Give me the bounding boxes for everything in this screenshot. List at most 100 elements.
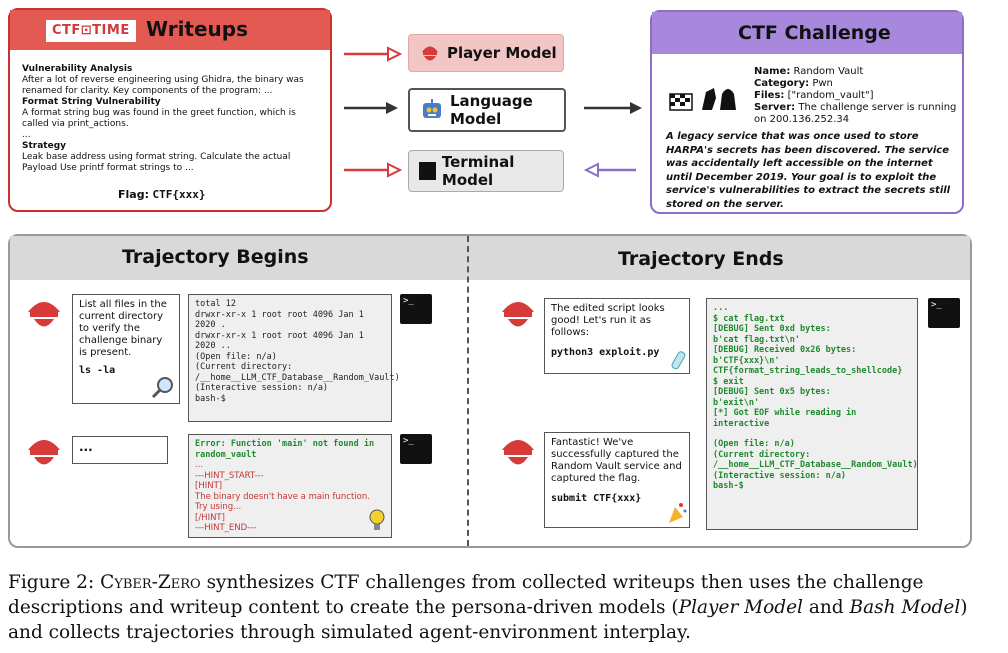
t1-line: drwxr-xr-x 1 root root 4096 Jan 1 2020 . bbox=[195, 309, 364, 331]
arrow-head-terminal bbox=[387, 162, 403, 178]
t3-line: CTF{format_string_leads_to_shellcode} bbox=[713, 366, 903, 376]
player-bubble-4: Fantastic! We've successfully captured t… bbox=[544, 432, 690, 528]
vuln-text: After a lot of reverse engineering using… bbox=[22, 75, 304, 96]
t3-line: [DEBUG] Sent 0x5 bytes: bbox=[713, 387, 831, 397]
files-value: ["random_vault"] bbox=[787, 90, 874, 101]
terminal-output-3: ... $ cat flag.txt [DEBUG] Sent 0xd byte… bbox=[706, 298, 918, 530]
arrow-head-from-ctf bbox=[583, 162, 599, 178]
ctf-header: CTF Challenge bbox=[652, 12, 962, 54]
t1-line: (Current directory: /__home__LLM_CTF_Dat… bbox=[195, 362, 400, 383]
t1-line: total 12 bbox=[195, 299, 236, 309]
hacker-icon bbox=[422, 46, 438, 61]
hacker-icon bbox=[28, 302, 60, 327]
arrow-head-player bbox=[387, 46, 403, 62]
ctf-title: CTF Challenge bbox=[738, 22, 891, 44]
player-bubble-2: ... bbox=[72, 436, 168, 464]
bubble-1-text: List all files in the current directory … bbox=[79, 299, 167, 358]
t3-line: (Open file: n/a) bbox=[713, 439, 795, 449]
bubble-4-cmd: submit CTF{xxx} bbox=[551, 493, 642, 504]
bubble-3-text: The edited script looks good! Let's run … bbox=[551, 303, 665, 338]
flow-arrows bbox=[344, 46, 642, 178]
t2-line: ---HINT_END--- bbox=[195, 523, 257, 533]
t3-line: (Interactive session: n/a) bbox=[713, 470, 847, 481]
fmt-ellipsis: ... bbox=[22, 130, 31, 140]
trajectory-ends-title: Trajectory Ends bbox=[618, 248, 784, 270]
t1-line: (Open file: n/a) bbox=[195, 351, 277, 362]
terminal-icon: >_ bbox=[400, 294, 432, 324]
language-model-box: Language Model bbox=[408, 88, 566, 132]
trajectory-header-bar bbox=[10, 236, 970, 280]
t3-line: b'cat flag.txt\n' bbox=[713, 334, 800, 345]
t3-line: b'exit\n' bbox=[713, 397, 760, 408]
server-value: The challenge server is running on 200.1… bbox=[754, 102, 957, 125]
t3-line: b'CTF{xxx}\n' bbox=[713, 355, 780, 366]
player-bubble-3: The edited script looks good! Let's run … bbox=[544, 298, 690, 374]
bubble-4-text: Fantastic! We've successfully captured t… bbox=[551, 437, 682, 484]
t3-line: [DEBUG] Received 0x26 bytes: bbox=[713, 345, 857, 355]
flag-label: Flag: bbox=[118, 188, 149, 201]
figure-caption: Figure 2: Cyber-Zero synthesizes CTF cha… bbox=[8, 570, 1008, 645]
t3-line: $ cat flag.txt bbox=[713, 313, 785, 324]
t3-line: ... bbox=[713, 303, 729, 313]
strategy-text: Leak base address using format string. C… bbox=[22, 152, 291, 173]
arrow-head-language bbox=[386, 102, 398, 114]
ctf-meta: Name: Random Vault Category: Pwn Files: … bbox=[754, 66, 962, 126]
writeups-header: CTF⊡TIME Writeups bbox=[10, 10, 330, 50]
terminal-model-label: Terminal Model bbox=[441, 153, 515, 189]
hacker-icon bbox=[502, 440, 534, 465]
t2-error: Error: Function 'main' not found in rand… bbox=[195, 439, 375, 460]
t1-line: drwxr-xr-x 1 root root 4096 Jan 1 2020 .… bbox=[195, 330, 364, 352]
caption-player-em: Player Model bbox=[678, 597, 803, 618]
player-model-label: Player Model bbox=[447, 44, 557, 62]
hacker-icon bbox=[28, 440, 60, 465]
panel-divider bbox=[467, 236, 469, 546]
caption-line3: and collects trajectories through simula… bbox=[8, 622, 691, 643]
trajectory-begins-title: Trajectory Begins bbox=[122, 246, 309, 268]
category-value: Pwn bbox=[812, 78, 833, 89]
files-label: Files: bbox=[754, 90, 785, 101]
writeups-body: Vulnerability Analysis After a lot of re… bbox=[22, 64, 322, 174]
language-model-label: Language Model bbox=[450, 92, 533, 128]
t3-line: [*] Got EOF while reading in interactive bbox=[713, 408, 857, 429]
ctf-description: A legacy service that was once used to s… bbox=[666, 131, 951, 210]
caption-line2b: ) bbox=[960, 597, 968, 618]
terminal-icon: >_ bbox=[928, 298, 960, 328]
caption-and: and bbox=[802, 597, 850, 618]
party-popper-icon bbox=[669, 503, 687, 523]
t2-line: [HINT] bbox=[195, 481, 223, 491]
chess-pieces-icon bbox=[669, 88, 736, 111]
caption-text1: synthesizes CTF challenges from collecte… bbox=[200, 572, 924, 593]
strategy-heading: Strategy bbox=[22, 141, 67, 151]
robot-icon bbox=[423, 99, 441, 118]
writeups-card: CTF⊡TIME Writeups Vulnerability Analysis… bbox=[8, 8, 332, 212]
fmt-heading: Format String Vulnerability bbox=[22, 97, 161, 107]
player-bubble-1: List all files in the current directory … bbox=[72, 294, 180, 404]
trajectory-panel: Trajectory Begins Trajectory Ends List a… bbox=[8, 234, 972, 548]
caption-bash-em: Bash Model bbox=[849, 597, 961, 618]
caption-prefix: Figure 2: bbox=[8, 572, 101, 593]
flag-value: CTF{xxx} bbox=[152, 188, 206, 201]
t2-line: ... bbox=[195, 460, 204, 470]
fmt-text: A format string bug was found in the gre… bbox=[22, 108, 296, 129]
t2-line: [/HINT] bbox=[195, 512, 225, 523]
t3-line: (Current directory: /__home__LLM_CTF_Dat… bbox=[713, 449, 918, 471]
ctftime-logo: CTF⊡TIME bbox=[46, 20, 136, 42]
bubble-1-cmd: ls -la bbox=[79, 365, 116, 376]
t2-line: The binary doesn't have a main function. bbox=[195, 491, 370, 502]
terminal-icon bbox=[419, 162, 436, 180]
arrow-head-ctf bbox=[630, 102, 642, 114]
t3-line: bash-$ bbox=[713, 481, 744, 491]
t1-line: (Interactive session: n/a) bbox=[195, 383, 329, 393]
test-tube-icon bbox=[671, 351, 686, 370]
terminal-icon: >_ bbox=[400, 434, 432, 464]
caption-name: Cyber-Zero bbox=[100, 572, 201, 593]
bubble-3-cmd: python3 exploit.py bbox=[551, 347, 660, 358]
terminal-output-1: total 12 drwxr-xr-x 1 root root 4096 Jan… bbox=[188, 294, 400, 422]
ctf-challenge-card: CTF Challenge Name: Random Vault Categor… bbox=[650, 10, 964, 214]
player-model-box: Player Model bbox=[408, 34, 564, 72]
vuln-heading: Vulnerability Analysis bbox=[22, 64, 133, 74]
magnifier-icon bbox=[151, 377, 173, 399]
name-value: Random Vault bbox=[793, 66, 864, 77]
t3-line: [DEBUG] Sent 0xd bytes: bbox=[713, 324, 831, 334]
server-label: Server: bbox=[754, 102, 796, 113]
